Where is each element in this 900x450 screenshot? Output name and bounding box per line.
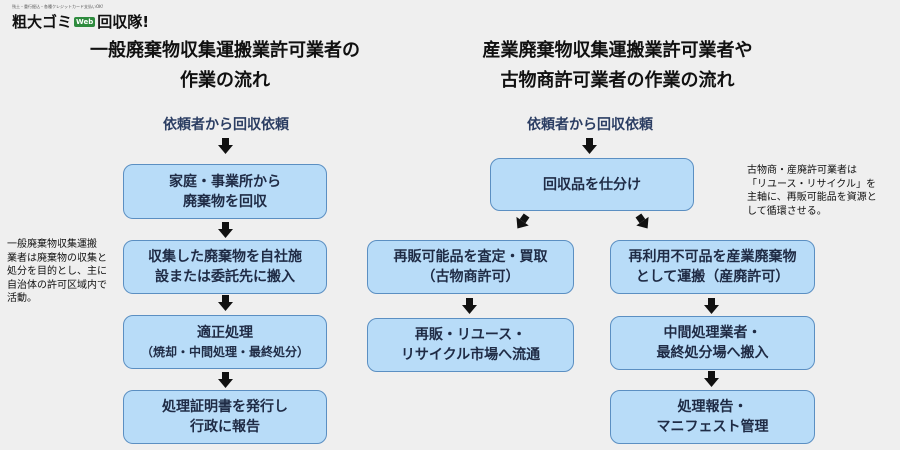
arrow-right-branch-left — [516, 213, 530, 229]
box-line2: （焼却・中間処理・最終処分） — [140, 345, 309, 359]
arrow-right-right-2 — [704, 298, 719, 314]
right-start-label: 依頼者から回収依頼 — [527, 117, 653, 133]
arrow-right-branch-right — [635, 213, 649, 229]
right-step-manifest: 処理報告・ マニフェスト管理 — [610, 390, 815, 444]
logo-tagline: 残土・重行掘込・各種クレジットカード支払いOK! — [12, 4, 104, 9]
note-line: 古物商・産廃許可業者は — [747, 165, 857, 176]
box-line2: リサイクル市場へ流通 — [400, 347, 541, 363]
left-title-line1: 一般廃棄物収集運搬業許可業者の — [90, 40, 360, 61]
note-line: して循環させる。 — [747, 205, 827, 217]
left-title: 一般廃棄物収集運搬業許可業者の 作業の流れ — [40, 36, 410, 96]
note-line: 自治体の許可区域内で — [7, 279, 107, 291]
logo-badge: Web — [74, 16, 96, 27]
left-start-label: 依頼者から回収依頼 — [163, 117, 289, 133]
right-step-appraise: 再販可能品を査定・買取 （古物商許可） — [367, 240, 574, 294]
site-logo[interactable]: 残土・重行掘込・各種クレジットカード支払いOK! 粗大ゴミ Web 回収隊! — [12, 4, 162, 34]
arrow-left-1 — [218, 138, 233, 154]
right-step-intermediate: 中間処理業者・ 最終処分場へ搬入 — [610, 316, 815, 370]
logo-name-part2: 回収隊! — [97, 13, 150, 31]
box-line1: 再利用不可品を産業廃棄物 — [628, 249, 797, 265]
box-line1: 回収品を仕分け — [543, 176, 641, 193]
left-step-disposal: 適正処理 （焼却・中間処理・最終処分） — [123, 315, 327, 369]
box-line2: マニフェスト管理 — [656, 419, 769, 435]
right-note: 古物商・産廃許可業者は 「リユース・リサイクル」を 主軸に、再販可能品を資源と … — [747, 164, 897, 218]
right-title-line1: 産業廃棄物収集運搬業許可業者や — [482, 40, 753, 61]
left-step-report: 処理証明書を発行し 行政に報告 — [123, 390, 327, 444]
box-line2: 設または委託先に搬入 — [155, 269, 295, 285]
right-step-sort: 回収品を仕分け — [490, 158, 694, 211]
logo-name-part1: 粗大ゴミ — [12, 13, 73, 31]
right-step-resale: 再販・リユース・ リサイクル市場へ流通 — [367, 318, 574, 372]
arrow-right-left-2 — [462, 298, 477, 314]
box-line1: 収集した廃棄物を自社施 — [148, 249, 302, 265]
note-line: 活動。 — [7, 293, 37, 304]
box-line2: 行政に報告 — [190, 419, 260, 435]
box-line2: （古物商許可） — [421, 269, 520, 285]
box-line2: 廃棄物を回収 — [183, 193, 267, 210]
right-title-line2: 古物商許可業者の作業の流れ — [500, 70, 735, 91]
box-line1: 再販可能品を査定・買取 — [393, 249, 548, 265]
left-step-transport: 収集した廃棄物を自社施 設または委託先に搬入 — [123, 240, 327, 294]
arrow-left-3 — [218, 295, 233, 311]
box-line1: 中間処理業者・ — [663, 325, 762, 341]
arrow-right-1 — [582, 138, 597, 154]
box-line2: として運搬（産廃許可） — [635, 269, 790, 285]
box-line1: 家庭・事業所から — [169, 173, 281, 190]
right-title: 産業廃棄物収集運搬業許可業者や 古物商許可業者の作業の流れ — [445, 36, 790, 96]
arrow-right-right-3 — [704, 371, 719, 387]
box-line1: 処理証明書を発行し — [162, 399, 288, 415]
left-title-line2: 作業の流れ — [180, 70, 270, 91]
note-line: 処分を目的とし、主に — [7, 266, 107, 277]
arrow-left-4 — [218, 372, 233, 388]
note-line: 業者は廃棄物の収集と — [7, 252, 107, 264]
note-line: 一般廃棄物収集運搬 — [7, 239, 97, 250]
box-line1: 再販・リユース・ — [414, 327, 527, 343]
box-line1: 適正処理 — [197, 325, 253, 341]
note-line: 「リユース・リサイクル」を — [747, 178, 876, 190]
note-line: 主軸に、再販可能品を資源と — [747, 192, 877, 203]
left-step-collect: 家庭・事業所から 廃棄物を回収 — [123, 164, 327, 219]
logo-wordmark: 粗大ゴミ Web 回収隊! — [12, 11, 149, 32]
left-note: 一般廃棄物収集運搬 業者は廃棄物の収集と 処分を目的とし、主に 自治体の許可区域… — [7, 238, 119, 306]
right-step-industrial: 再利用不可品を産業廃棄物 として運搬（産廃許可） — [610, 240, 815, 294]
arrow-left-2 — [218, 222, 233, 238]
box-line2: 最終処分場へ搬入 — [656, 345, 769, 361]
box-line1: 処理報告・ — [677, 399, 748, 415]
